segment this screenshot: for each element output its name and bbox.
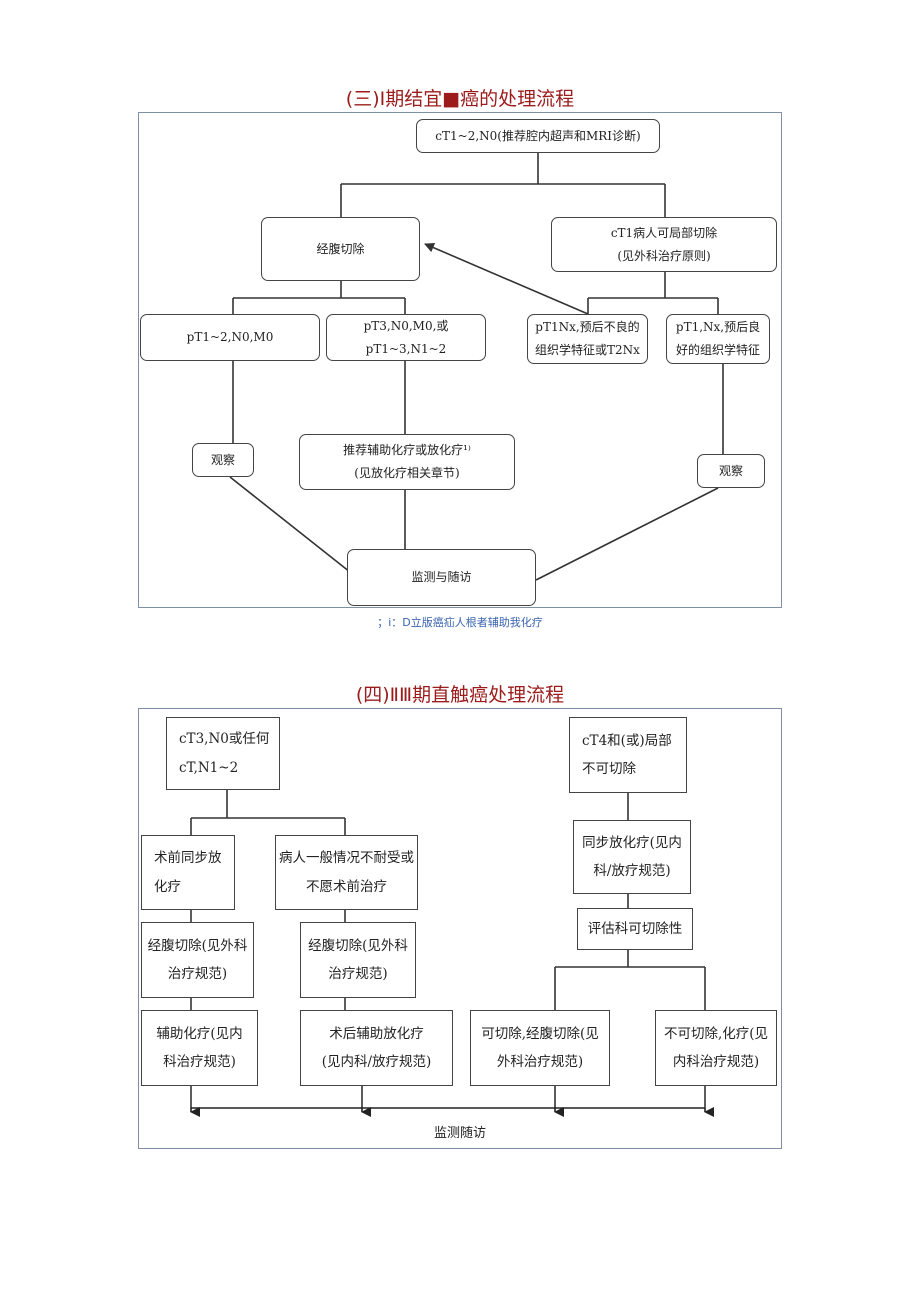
node-abdominal-resection: 经腹切除 [261,217,420,281]
node-abdominal-resection-2: 经腹切除(见外科 治疗规范) [300,922,416,998]
node-observe-right: 观察 [697,454,765,488]
node-assess-resectability: 评估科可切除性 [577,908,693,950]
node-monitor-followup-2: 监测随访 [433,1126,486,1141]
node-pt3-n0-m0: pT3,N0,M0,或 pT1~3,N1~2 [326,314,486,361]
node-resectable: 可切除,经腹切除(见 外科治疗规范) [470,1010,610,1086]
section3-title: (三)Ⅰ期结宜■癌的处理流程 [345,88,575,110]
section3-caption: ；i：D立版癌疝人根者辅助我化疗 [377,616,543,629]
node-observe-left: 观察 [192,443,254,477]
node-postop-chemoradiation: 术后辅助放化疗 (见内科/放疗规范) [300,1010,453,1086]
node-ct4-unresectable: cT4和(或)局部 不可切除 [569,717,687,793]
node-intolerant-patient: 病人一般情况不耐受或 不愿术前治疗 [275,835,418,910]
node-pt1nx-poor-prognosis: pT1Nx,预后不良的 组织学特征或T2Nx [527,314,648,364]
node-preop-chemoradiation: 术前同步放 化疗 [141,835,235,910]
node-ct3-n0: cT3,N0或任何 cT,N1~2 [166,717,280,790]
node-pt12-n0-m0: pT1~2,N0,M0 [140,314,320,361]
node-abdominal-resection-1: 经腹切除(见外科 治疗规范) [141,922,254,998]
section3-diagram-frame [138,112,782,608]
section4-diagram-frame [138,708,782,1149]
node-adjuvant-chemo: 推荐辅助化疗或放化疗¹⁾ (见放化疗相关章节) [299,434,515,490]
node-pt1nx-good-prognosis: pT1,Nx,预后良 好的组织学特征 [666,314,770,364]
section4-title: (四)ⅡⅢ期直触癌处理流程 [355,684,565,706]
node-sync-chemoradiation: 同步放化疗(见内 科/放疗规范) [573,820,691,894]
node-local-excision: cT1病人可局部切除 (见外科治疗原则) [551,217,777,272]
node-adjuvant-chemo: 辅助化疗(见内 科治疗规范) [141,1010,258,1086]
node-unresectable: 不可切除,化疗(见 内科治疗规范) [655,1010,777,1086]
node-monitor-followup: 监测与随访 [347,549,536,606]
node-ct12-n0: cT1~2,N0(推荐腔内超声和MRI诊断) [416,119,660,153]
